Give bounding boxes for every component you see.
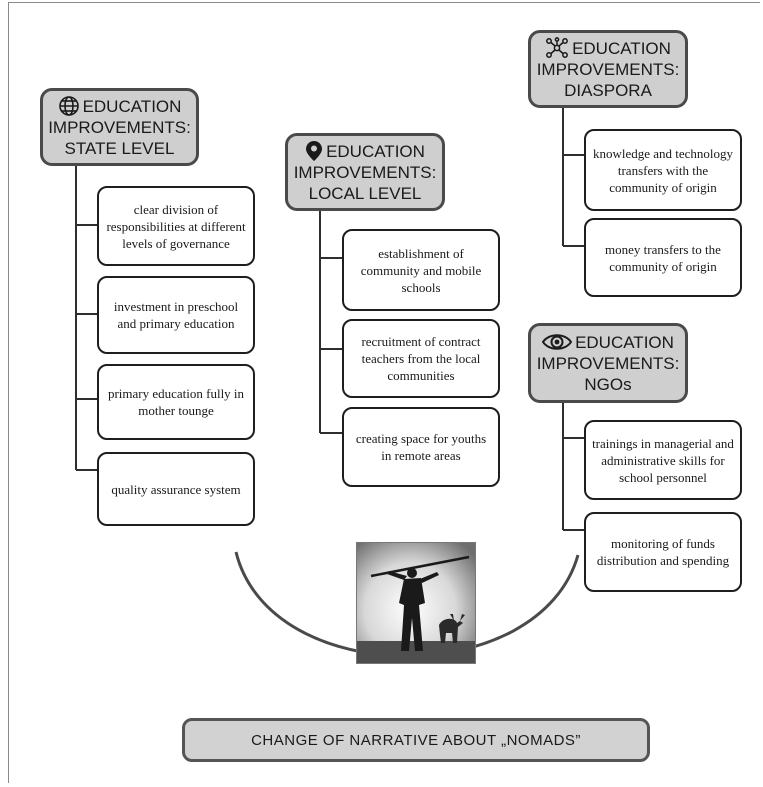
header-line-3: LOCAL LEVEL [308,184,422,203]
state-item-2: investment in preschool and primary educ… [97,276,255,354]
ngos-item-2: monitoring of funds distribution and spe… [584,512,742,592]
header-line-1: EDUCATION [575,332,674,352]
header-line-2: IMPROVEMENTS: [536,353,680,373]
header-line-3: DIASPORA [564,81,652,100]
header-state-level: EDUCATION IMPROVEMENTS: STATE LEVEL [40,88,199,166]
header-line-3: STATE LEVEL [64,139,175,158]
header-line-2: IMPROVEMENTS: [536,60,680,79]
location-pin-icon [305,140,323,162]
local-item-1: establishment of community and mobile sc… [342,229,500,311]
network-icon [545,37,569,59]
header-ngos: EDUCATION IMPROVEMENTS: NGOs [528,323,688,403]
header-line-3: NGOs [584,374,632,394]
diaspora-item-1: knowledge and technology transfers with … [584,129,742,211]
header-diaspora: EDUCATION IMPROVEMENTS: DIASPORA [528,30,688,108]
bottom-narrative-label: CHANGE OF NARRATIVE ABOUT „NOMADS” [251,731,581,749]
diaspora-item-2: money transfers to the community of orig… [584,218,742,297]
state-item-1: clear division of responsibilities at di… [97,186,255,266]
header-line-1: EDUCATION [326,141,425,161]
ngos-item-1: trainings in managerial and administrati… [584,420,742,500]
bottom-narrative-banner: CHANGE OF NARRATIVE ABOUT „NOMADS” [182,718,650,762]
header-line-1: EDUCATION [82,96,182,116]
header-local-level: EDUCATION IMPROVEMENTS: LOCAL LEVEL [285,133,445,211]
state-item-4: quality assurance system [97,452,255,526]
header-line-2: IMPROVEMENTS: [48,118,191,137]
local-item-2: recruitment of contract teachers from th… [342,319,500,398]
state-item-3: primary education fully in mother tounge [97,364,255,440]
globe-icon [58,95,80,117]
header-line-1: EDUCATION [572,38,671,58]
local-item-3: creating space for youths in remote area… [342,407,500,487]
eye-icon [542,332,573,352]
header-line-2: IMPROVEMENTS: [293,163,437,182]
nomad-herder-silhouette-photo [356,542,476,664]
figure-frame [8,2,760,783]
